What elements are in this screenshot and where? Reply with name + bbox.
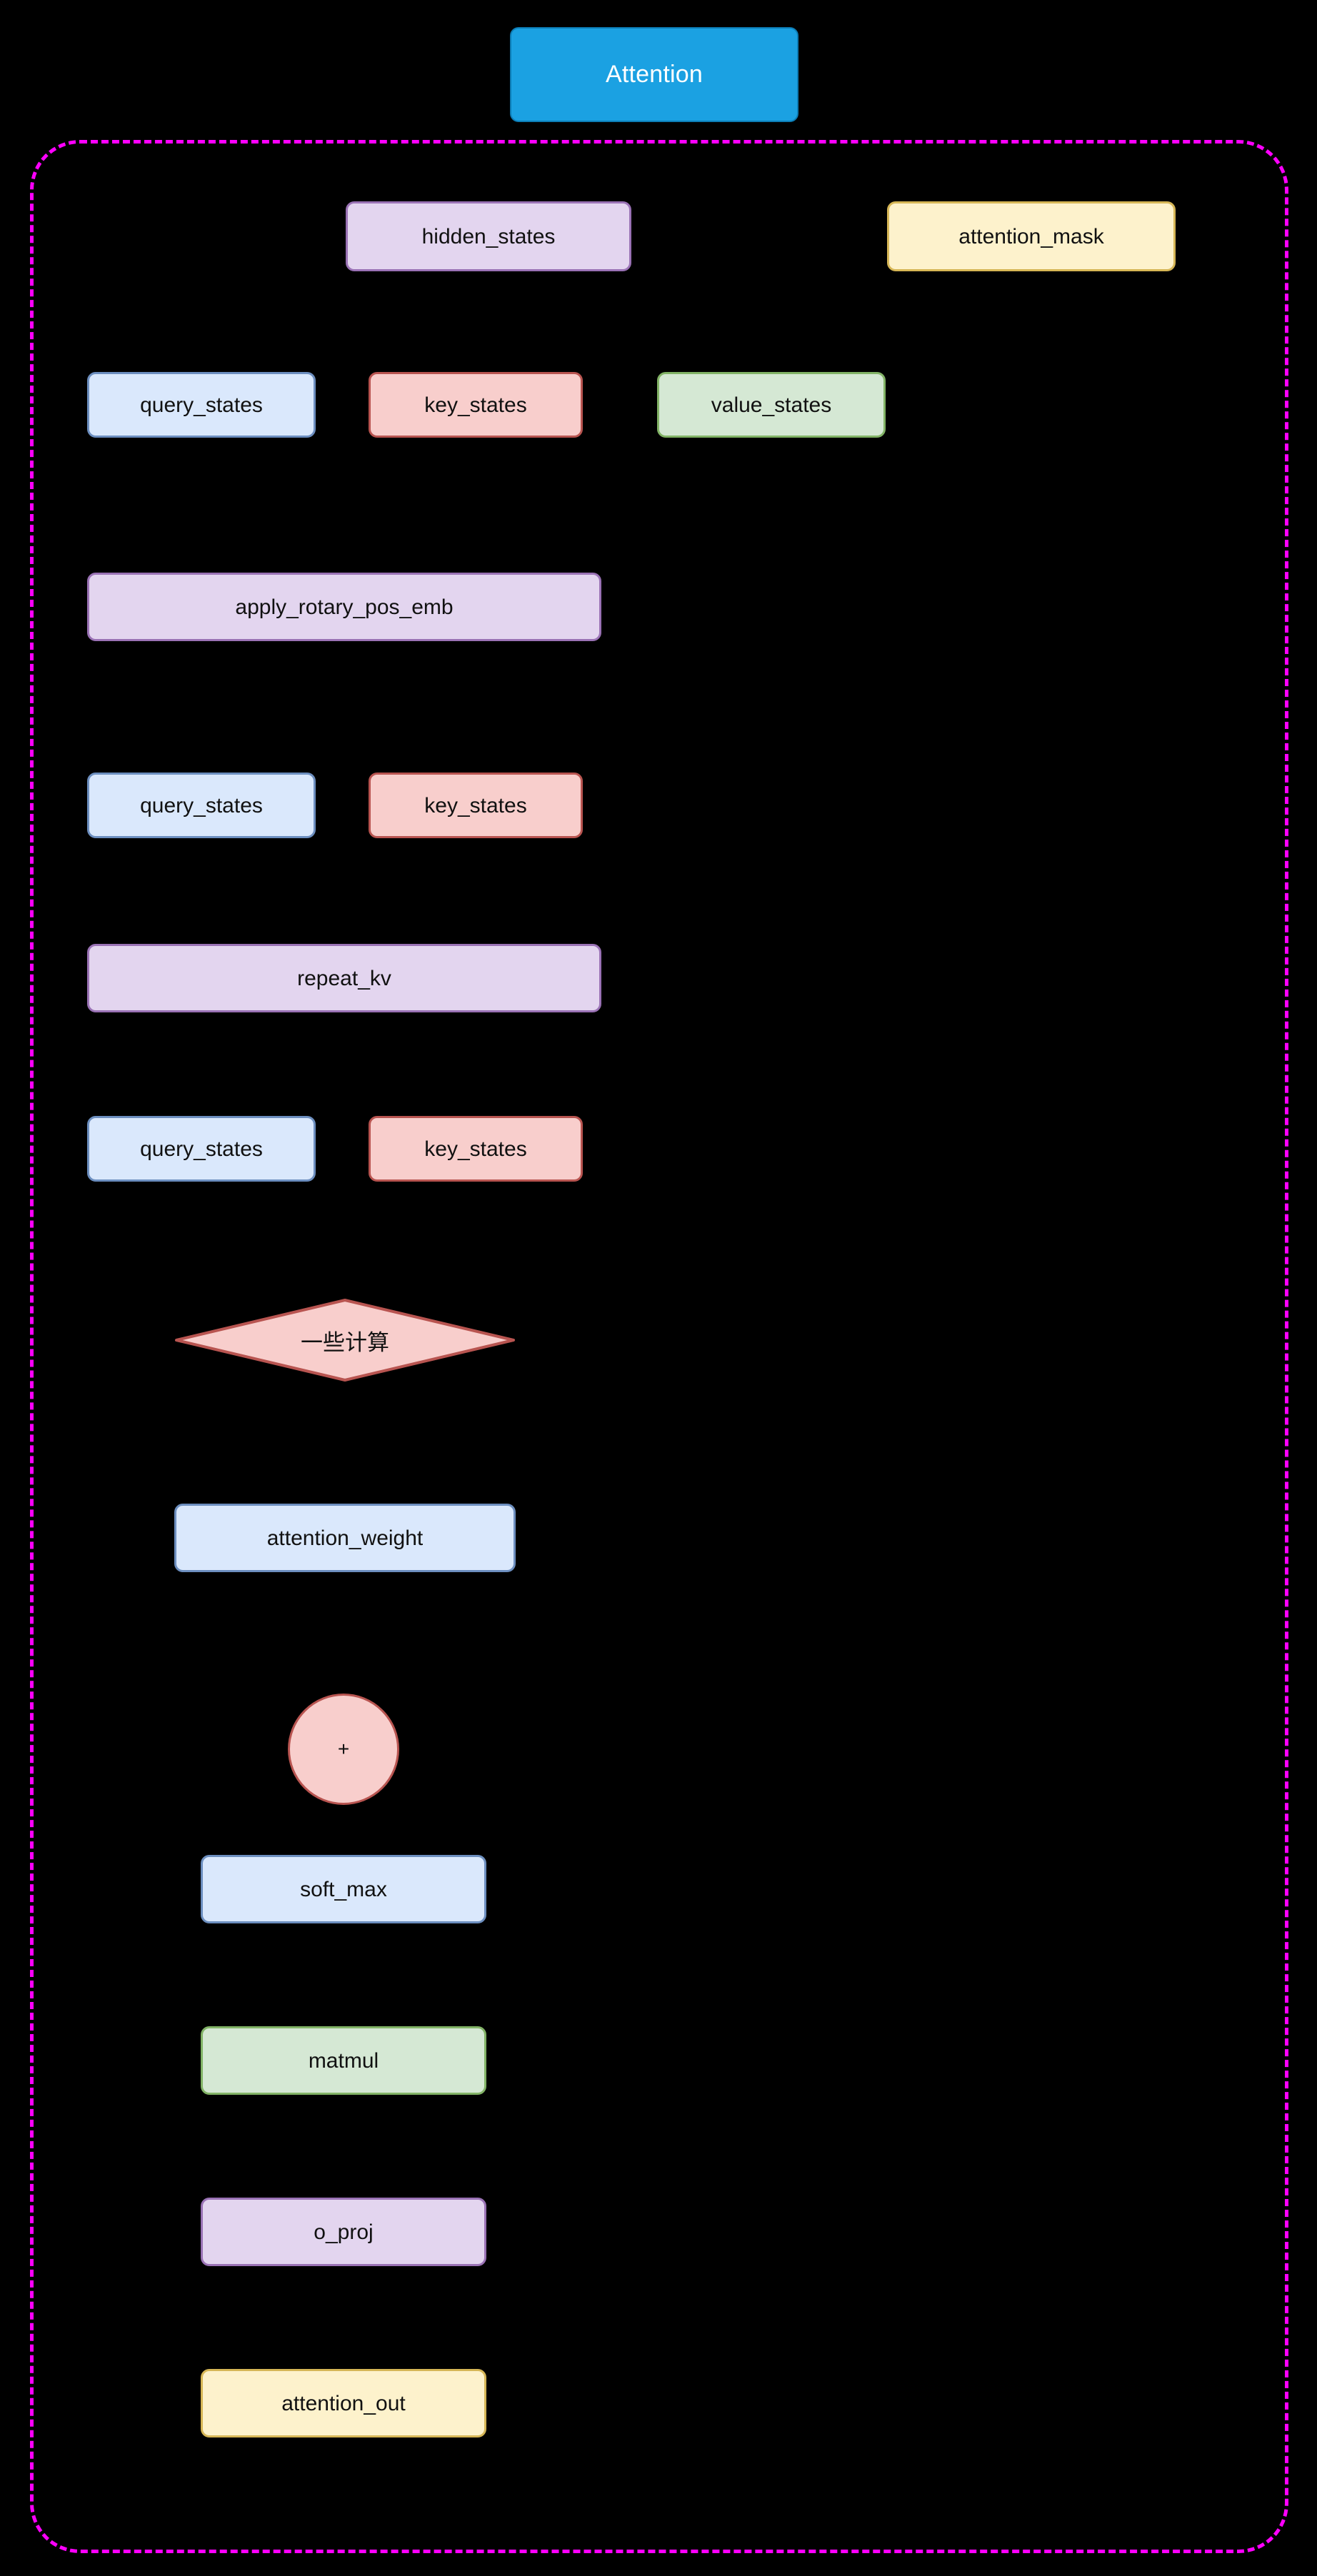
node-attention-out-label: attention_out <box>281 2391 406 2415</box>
node-soft-max[interactable]: soft_max <box>201 1855 486 1923</box>
node-o-proj[interactable]: o_proj <box>201 2198 486 2266</box>
node-hidden-states-label: hidden_states <box>421 224 556 248</box>
node-query-states-1-label: query_states <box>140 393 263 417</box>
diagram-title-badge[interactable]: Attention <box>510 27 798 122</box>
node-query-states-2-label: query_states <box>140 793 263 817</box>
attention-subgraph-container <box>30 140 1288 2553</box>
node-matmul-label: matmul <box>308 2048 379 2073</box>
node-attention-weight[interactable]: attention_weight <box>174 1504 516 1572</box>
node-key-states-1[interactable]: key_states <box>369 372 583 438</box>
node-attention-out[interactable]: attention_out <box>201 2369 486 2437</box>
node-key-states-3-label: key_states <box>424 1137 527 1161</box>
node-apply-rotary-pos-emb[interactable]: apply_rotary_pos_emb <box>87 573 601 641</box>
node-repeat-kv-label: repeat_kv <box>297 966 391 990</box>
node-attention-mask[interactable]: attention_mask <box>887 201 1176 271</box>
diagram-title-label: Attention <box>605 61 703 88</box>
node-key-states-2[interactable]: key_states <box>369 773 583 838</box>
node-add-operator[interactable]: + <box>288 1694 399 1805</box>
node-query-states-2[interactable]: query_states <box>87 773 316 838</box>
node-key-states-1-label: key_states <box>424 393 527 417</box>
node-some-computation[interactable]: 一些计算 <box>174 1298 516 1382</box>
node-value-states-label: value_states <box>711 393 832 417</box>
node-repeat-kv[interactable]: repeat_kv <box>87 944 601 1012</box>
node-soft-max-label: soft_max <box>300 1877 387 1901</box>
node-o-proj-label: o_proj <box>314 2220 374 2244</box>
node-query-states-3[interactable]: query_states <box>87 1116 316 1182</box>
node-attention-weight-label: attention_weight <box>266 1526 424 1550</box>
node-query-states-3-label: query_states <box>140 1137 263 1161</box>
node-value-states[interactable]: value_states <box>657 372 886 438</box>
node-apply-rotary-pos-emb-label: apply_rotary_pos_emb <box>235 595 454 619</box>
node-key-states-2-label: key_states <box>424 793 527 817</box>
node-matmul[interactable]: matmul <box>201 2026 486 2095</box>
node-attention-mask-label: attention_mask <box>958 224 1104 248</box>
node-query-states-1[interactable]: query_states <box>87 372 316 438</box>
diamond-shape-icon <box>175 1299 515 1382</box>
node-key-states-3[interactable]: key_states <box>369 1116 583 1182</box>
node-hidden-states[interactable]: hidden_states <box>346 201 631 271</box>
node-add-operator-label: + <box>337 1738 350 1760</box>
